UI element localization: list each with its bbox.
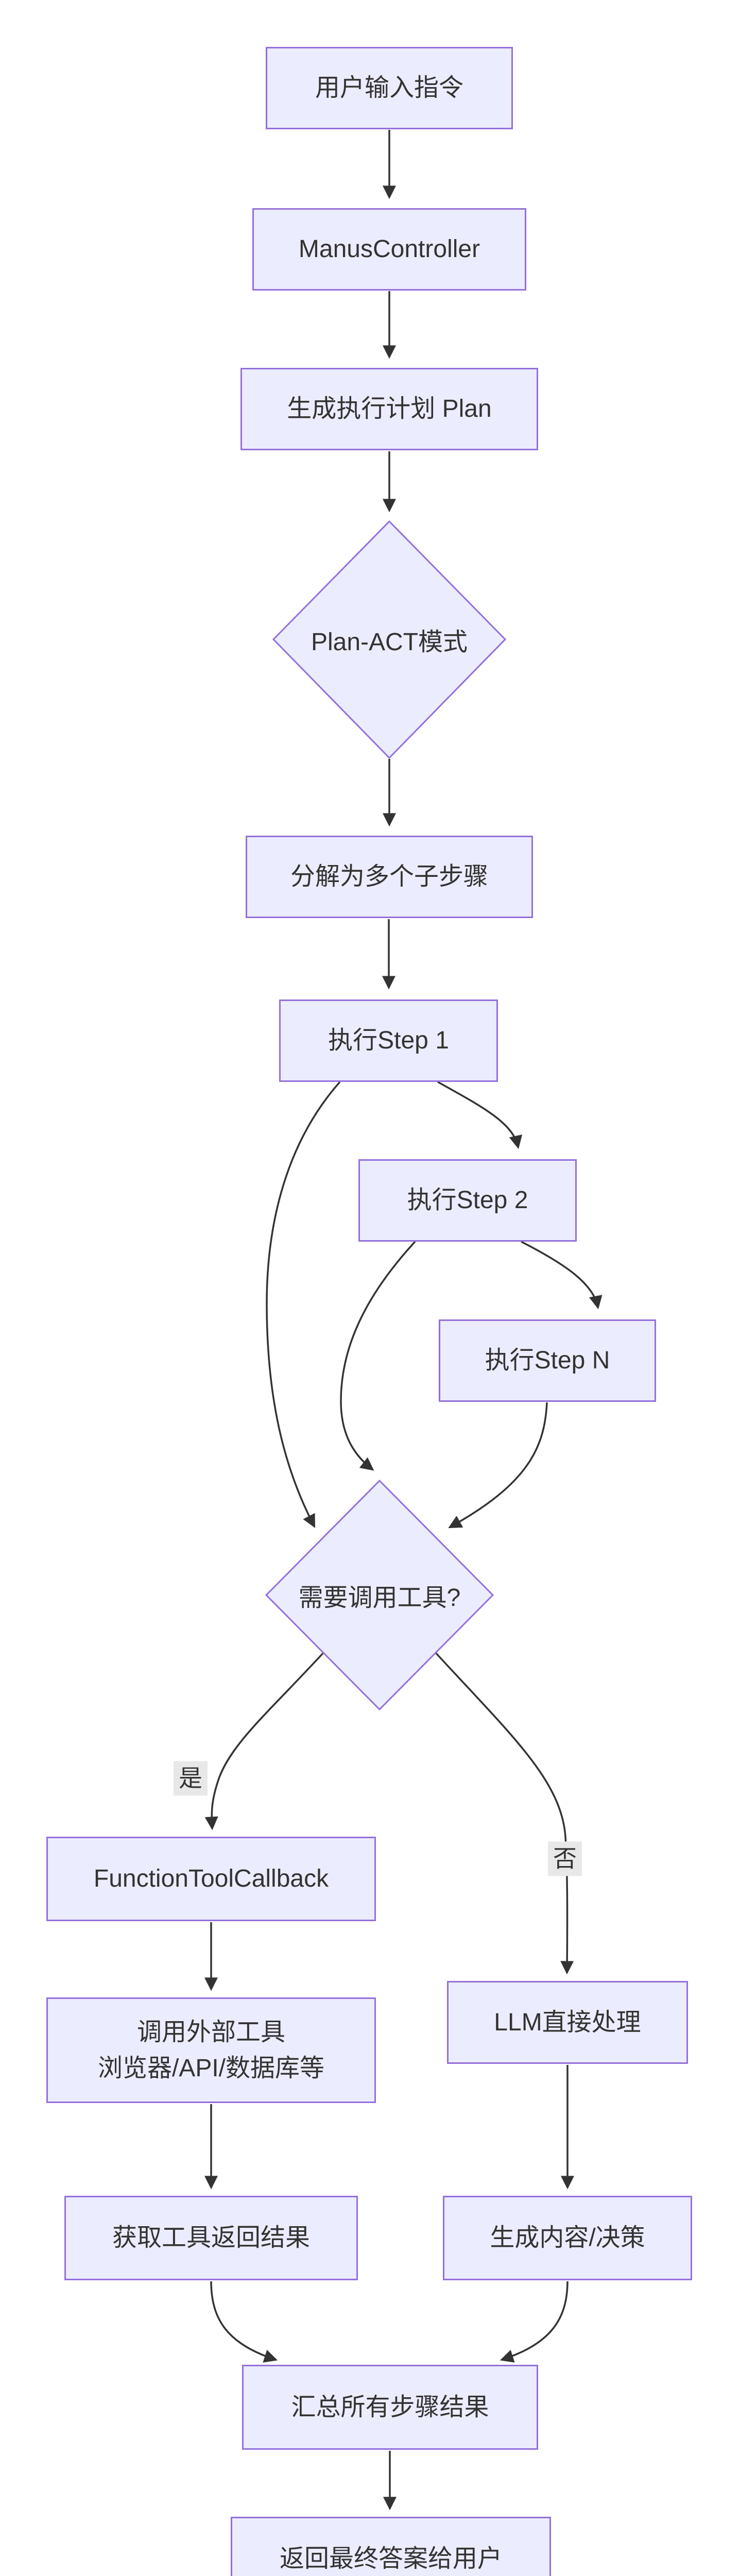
- node-label: 执行Step 2: [407, 1187, 528, 1214]
- edge-H-I: [448, 1402, 548, 1529]
- node-execute-step-2: 执行Step 2: [358, 1159, 577, 1242]
- node-label: 生成内容/决策: [490, 2224, 645, 2252]
- node-generate-content-decision: 生成内容/决策: [443, 2196, 692, 2280]
- node-label: 生成执行计划 Plan: [287, 395, 492, 423]
- edge-label-no: 否: [548, 1841, 582, 1876]
- node-llm-direct: LLM直接处理: [447, 1981, 688, 2064]
- edge-M-O: [210, 2281, 278, 2363]
- node-return-final-answer: 返回最终答案给用户: [231, 2517, 551, 2576]
- node-label: 执行Step 1: [328, 1027, 449, 1055]
- node-label: ManusController: [298, 235, 480, 263]
- edge-G-I: [340, 1241, 416, 1471]
- node-label: 获取工具返回结果: [112, 2224, 310, 2252]
- node-get-tool-results: 获取工具返回结果: [64, 2196, 358, 2280]
- node-label: 用户输入指令: [315, 74, 463, 102]
- node-generate-plan: 生成执行计划 Plan: [240, 368, 538, 450]
- node-label: FunctionToolCallback: [93, 1865, 329, 1893]
- edge-G-H: [521, 1241, 603, 1310]
- edge-I-J: [204, 1652, 324, 1831]
- node-label-line1: 调用外部工具: [136, 2018, 285, 2046]
- decision-plan-act-mode-label: Plan-ACT模式: [311, 629, 468, 656]
- edge-F-G: [437, 1081, 523, 1149]
- node-label: LLM直接处理: [494, 2008, 641, 2036]
- node-execute-step-n: 执行Step N: [439, 1319, 656, 1402]
- node-manus-controller: ManusController: [252, 208, 526, 291]
- edge-F-I: [266, 1081, 341, 1528]
- decision-need-tools-label: 需要调用工具?: [298, 1584, 461, 1612]
- decision-need-tools: [265, 1479, 494, 1711]
- node-label-line2: 浏览器/API/数据库等: [97, 2054, 325, 2082]
- node-label: 返回最终答案给用户: [279, 2545, 502, 2572]
- node-label: 分解为多个子步骤: [290, 863, 488, 891]
- node-label: 执行Step N: [485, 1347, 610, 1375]
- edge-I-L: [435, 1652, 574, 1975]
- node-user-input: 用户输入指令: [266, 47, 513, 129]
- edge-N-O: [500, 2281, 569, 2363]
- node-decompose-substeps: 分解为多个子步骤: [246, 836, 533, 918]
- decision-plan-act-mode: [272, 520, 507, 759]
- node-aggregate-results: 汇总所有步骤结果: [242, 2365, 538, 2450]
- edge-label-yes: 是: [174, 1761, 208, 1796]
- node-call-external-tools: 调用外部工具 浏览器/API/数据库等: [46, 1997, 376, 2103]
- node-execute-step-1: 执行Step 1: [279, 999, 498, 1082]
- node-function-tool-callback: FunctionToolCallback: [46, 1837, 376, 1921]
- node-label: 汇总所有步骤结果: [291, 2393, 489, 2421]
